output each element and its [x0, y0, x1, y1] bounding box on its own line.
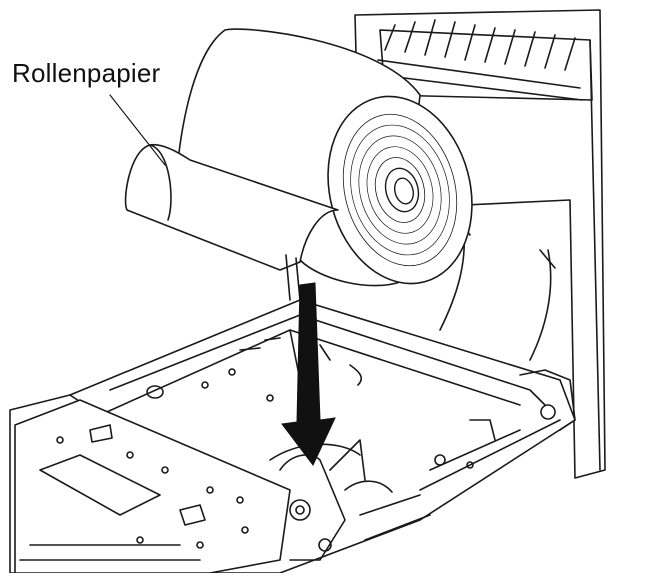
- callout-leader-line: [110, 95, 165, 165]
- paper-roll-label: Rollenpapier: [12, 58, 161, 88]
- paper-sheet: [126, 145, 338, 300]
- down-arrow-icon: [282, 283, 335, 465]
